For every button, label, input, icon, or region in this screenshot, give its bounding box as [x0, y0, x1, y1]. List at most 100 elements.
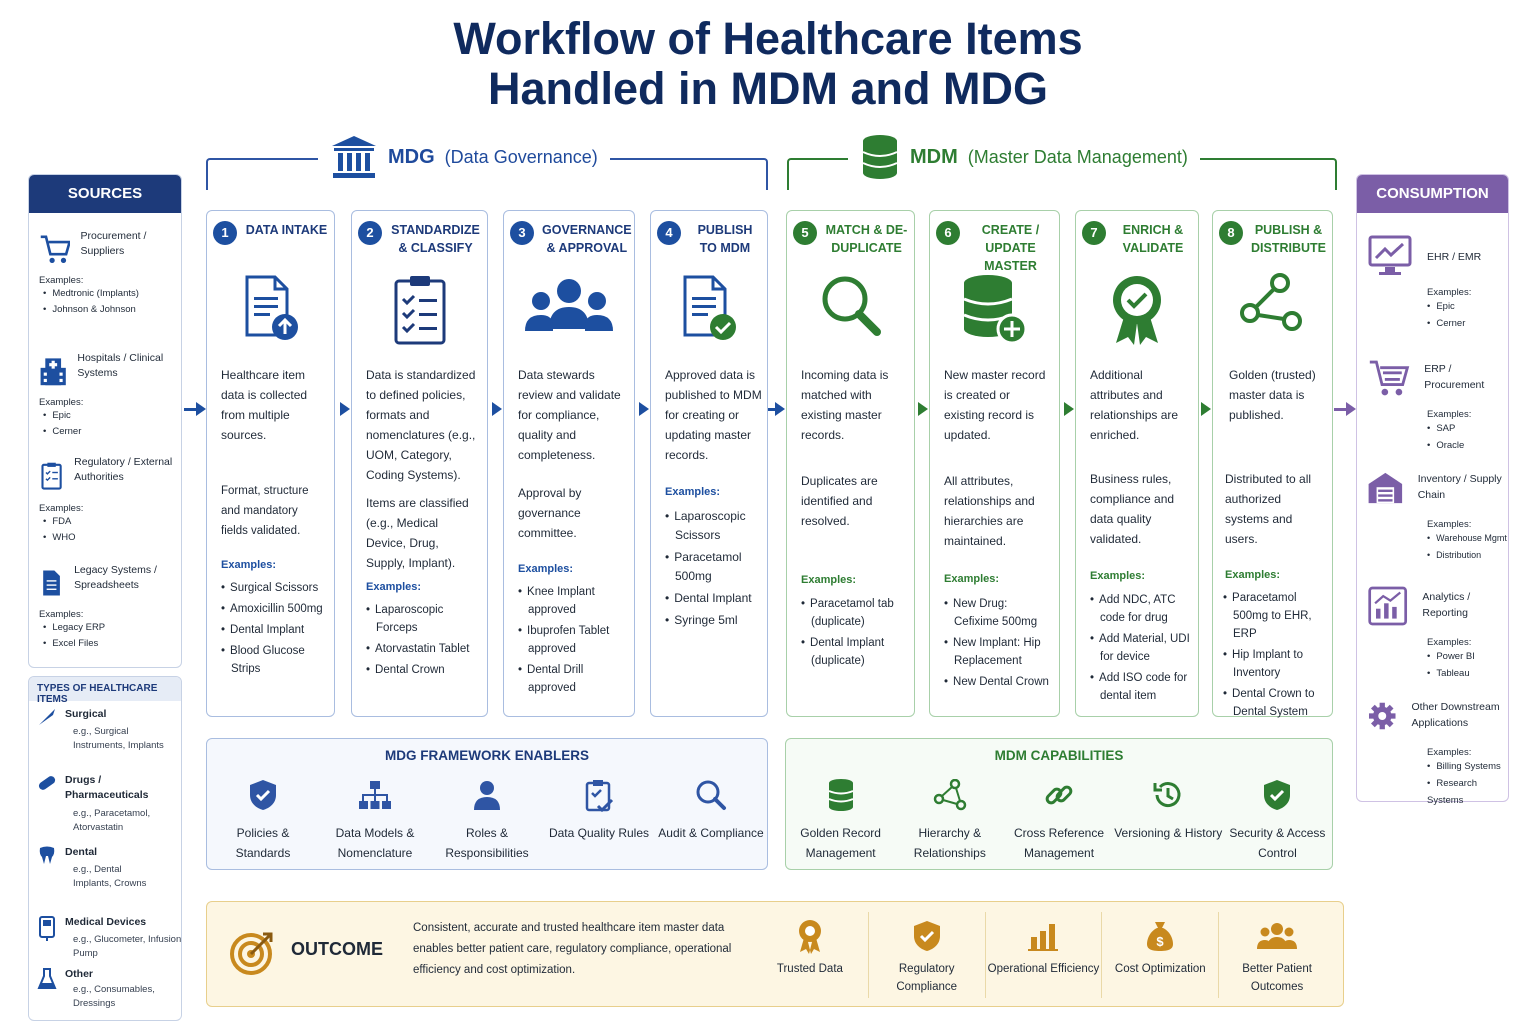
- step-number: 4: [657, 221, 681, 245]
- example-item: Tableau: [1427, 665, 1509, 682]
- mdg-header: MDG (Data Governance): [318, 132, 610, 182]
- outcome-text: Consistent, accurate and trusted healthc…: [413, 922, 732, 976]
- consumption-name: Analytics / Reporting: [1422, 591, 1471, 619]
- capability-item: Security & Access Control: [1223, 775, 1332, 863]
- capability-label: Hierarchy & Relationships: [913, 826, 986, 860]
- share-icon: [1239, 273, 1302, 331]
- example-item: SAP: [1427, 420, 1509, 437]
- enabler-label: Audit & Compliance: [658, 826, 764, 840]
- examples-label: Examples:: [1427, 287, 1472, 298]
- flow-arrow: [775, 402, 785, 416]
- examples-label: Examples:: [366, 581, 422, 593]
- consumption-panel: CONSUMPTION EHR / EMR Examples: EpicCern…: [1356, 174, 1509, 806]
- source-item: Hospitals / Clinical Systems Examples: E…: [39, 351, 179, 440]
- money-bag-icon: $: [1147, 922, 1174, 951]
- step-description: Golden (trusted) master data is publishe…: [1229, 368, 1316, 422]
- pill-icon: [38, 776, 56, 790]
- capabilities-title: MDM CAPABILITIES: [994, 748, 1124, 763]
- type-name: Medical Devices: [65, 916, 147, 928]
- example-item: Dental Implant: [221, 621, 328, 639]
- examples-label: Examples:: [665, 486, 721, 498]
- step-number: 5: [793, 221, 817, 245]
- step-number: 1: [213, 221, 237, 245]
- clipboard-check-icon: [585, 780, 614, 812]
- step-description: Data is standardized to defined policies…: [366, 368, 476, 482]
- step-description: Additional attributes and relationships …: [1090, 368, 1179, 442]
- document-check-icon: [683, 275, 736, 340]
- outcome-panel: OUTCOME Consistent, accurate and trusted…: [206, 901, 1344, 1007]
- example-item: Syringe 5ml: [665, 611, 761, 630]
- step-number: 3: [510, 221, 534, 245]
- sources-title: SOURCES: [29, 175, 181, 213]
- monitor-chart-icon: [1368, 235, 1412, 275]
- enabler-label: Data Quality Rules: [548, 826, 650, 840]
- mdm-header: MDM (Master Data Management): [848, 132, 1200, 182]
- flow-arrow: [492, 402, 502, 416]
- magnifier-icon: [822, 276, 881, 336]
- enabler-label: Roles & Responsibilities: [445, 826, 529, 860]
- example-item: WHO: [43, 530, 179, 546]
- types-panel: TYPES OF HEALTHCARE ITEMS Surgical e.g.,…: [28, 676, 182, 1021]
- source-item: Legacy Systems / Spreadsheets Examples: …: [39, 563, 179, 652]
- example-item: Warehouse Mgmt: [1427, 530, 1509, 547]
- outcome-label: Better Patient Outcomes: [1242, 963, 1312, 993]
- capability-item: Cross Reference Management: [1004, 775, 1113, 863]
- example-item: Surgical Scissors: [221, 579, 328, 597]
- badge-check-icon: [1113, 276, 1161, 345]
- step-title: CREATE / UPDATE MASTER: [981, 223, 1040, 273]
- type-name: Dental: [65, 846, 98, 858]
- outcome-label: Regulatory Compliance: [896, 963, 958, 993]
- example-item: Dental Implant: [665, 589, 761, 608]
- examples-label: Examples:: [1427, 637, 1472, 648]
- award-icon: [798, 920, 821, 954]
- outcome-item: $ Cost Optimization: [1101, 912, 1218, 998]
- history-icon: [1153, 782, 1181, 808]
- enabler-label: Data Models & Nomenclature: [335, 826, 415, 860]
- target-icon: [230, 932, 273, 975]
- consumption-item: Other Downstream Applications Examples: …: [1367, 693, 1509, 809]
- examples-label: Examples:: [518, 563, 574, 575]
- gear-icon: [1368, 702, 1396, 730]
- enabler-item: Data Quality Rules: [544, 775, 654, 863]
- institution-icon: [332, 136, 376, 178]
- flow-arrow-line: [1334, 408, 1346, 411]
- step-number: 7: [1082, 221, 1106, 245]
- example-item: Knee Implant approved: [518, 583, 628, 619]
- sources-panel: SOURCES Procurement / Suppliers Examples…: [28, 174, 182, 668]
- examples-label: Examples:: [1427, 747, 1472, 758]
- bar-chart-icon: [1028, 924, 1059, 951]
- shield-check-icon: [250, 780, 276, 810]
- type-item: Dental: [37, 845, 179, 865]
- step-card-7: 7 ENRICH & VALIDATE Additional attributes…: [1075, 210, 1199, 717]
- examples-label: Examples:: [39, 503, 84, 514]
- consumption-title: CONSUMPTION: [1357, 175, 1508, 213]
- outcome-label: Trusted Data: [776, 963, 843, 975]
- step-number: 6: [936, 221, 960, 245]
- capability-label: Golden Record Management: [800, 826, 881, 860]
- examples-label: Examples:: [1427, 519, 1472, 530]
- step-description-2: Duplicates are identified and resolved.: [801, 474, 878, 528]
- consumption-item: ERP / Procurement Examples: SAPOracle: [1367, 355, 1509, 454]
- capability-item: Hierarchy & Relationships: [895, 775, 1004, 863]
- search-icon: [696, 780, 726, 810]
- step-description: Approved data is published to MDM for cr…: [665, 368, 762, 462]
- example-item: Dental Drill approved: [518, 661, 628, 697]
- step-number: 2: [358, 221, 382, 245]
- flow-arrow: [340, 402, 350, 416]
- example-item: Paracetamol 500mg: [665, 548, 761, 586]
- capability-label: Versioning & History: [1114, 826, 1223, 840]
- example-item: Excel Files: [43, 636, 179, 652]
- step-number: 8: [1219, 221, 1243, 245]
- type-example: e.g., Consumables, Dressings: [73, 984, 155, 1009]
- type-item: Other: [37, 967, 179, 991]
- flow-arrow: [1064, 402, 1074, 416]
- step-title: ENRICH & VALIDATE: [1122, 223, 1184, 255]
- consumption-item: Inventory / Supply Chain Examples: Wareh…: [1367, 465, 1509, 564]
- example-item: Atorvastatin Tablet: [366, 640, 481, 658]
- type-item: Drugs / Pharmaceuticals: [37, 773, 179, 803]
- example-item: Dental Crown to Dental System: [1223, 685, 1326, 721]
- enablers-title: MDG FRAMEWORK ENABLERS: [385, 748, 589, 763]
